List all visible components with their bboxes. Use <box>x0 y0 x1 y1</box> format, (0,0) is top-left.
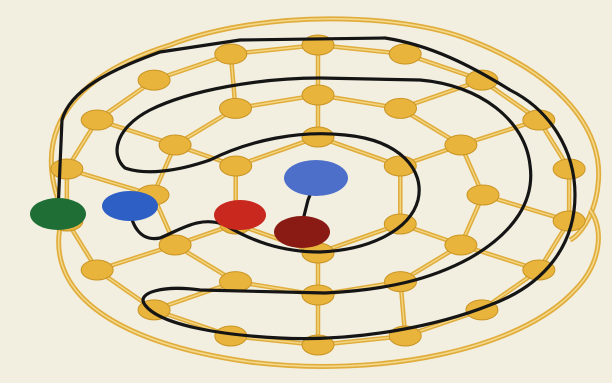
graph-node <box>445 135 477 155</box>
graph-node <box>220 98 252 118</box>
blue-node-outer <box>102 191 158 221</box>
graph-node <box>81 110 113 130</box>
graph-node <box>81 260 113 280</box>
graph-node <box>159 135 191 155</box>
red-node-dark <box>274 216 330 248</box>
graph-node <box>302 127 334 147</box>
graph-node <box>220 272 252 292</box>
graph-node <box>220 156 252 176</box>
red-node-light <box>214 200 266 230</box>
blue-node-center <box>284 160 348 196</box>
graph-node <box>302 285 334 305</box>
graph-node <box>51 159 83 179</box>
graph-node <box>138 70 170 90</box>
graph-node <box>215 44 247 64</box>
graph-node <box>467 185 499 205</box>
graph-node <box>389 44 421 64</box>
graph-node <box>385 98 417 118</box>
graph-node <box>445 235 477 255</box>
graph-node <box>302 85 334 105</box>
green-node <box>30 198 86 230</box>
